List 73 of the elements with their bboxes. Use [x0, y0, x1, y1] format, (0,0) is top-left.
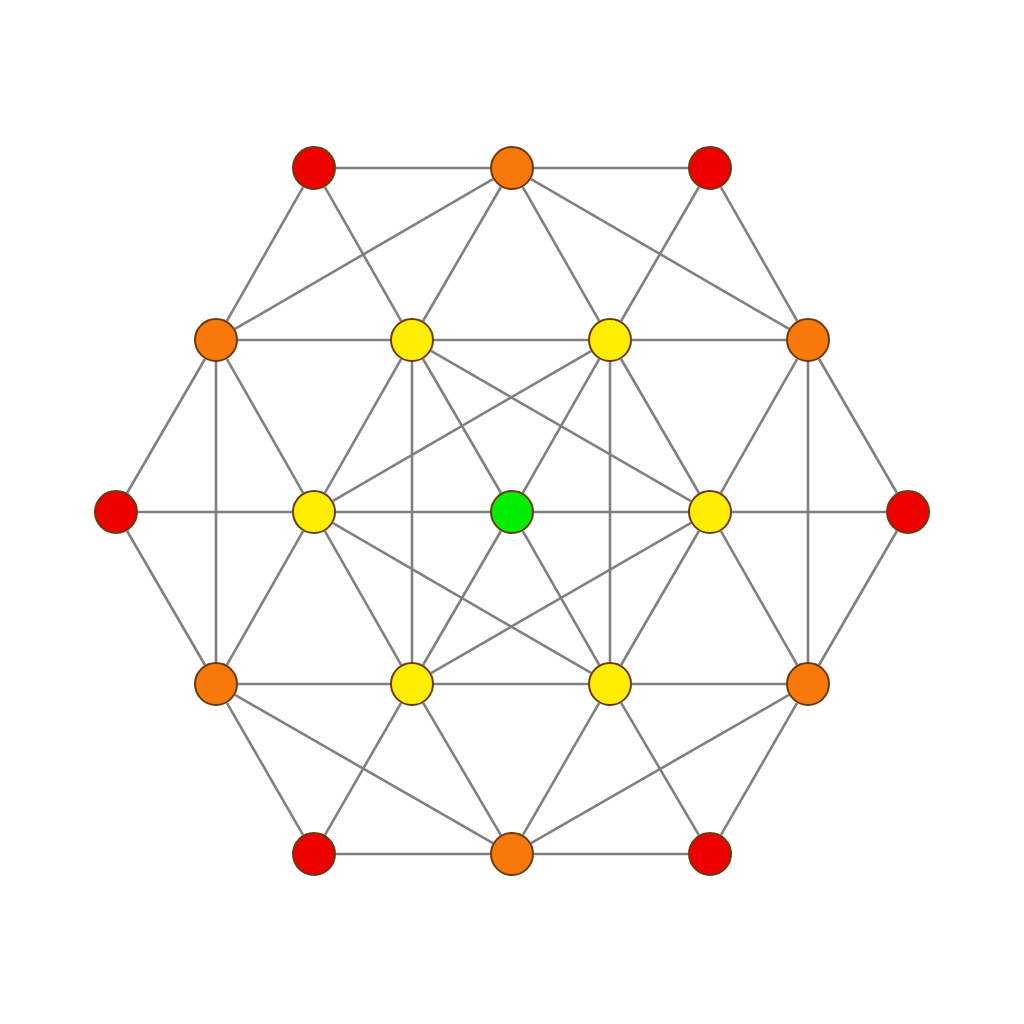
graph-edge	[125, 358, 207, 494]
graph-vertex	[688, 832, 732, 876]
graph-edge	[521, 530, 601, 666]
graph-vertex	[886, 490, 930, 534]
graph-vertex	[490, 490, 534, 534]
graph-edge	[719, 186, 799, 322]
graph-vertex	[292, 490, 336, 534]
graph-vertex	[786, 662, 830, 706]
graph-vertex	[292, 146, 336, 190]
graph-edge	[238, 338, 390, 342]
graph-vertex	[390, 318, 434, 362]
graph-edge	[619, 358, 701, 494]
graph-edge	[234, 693, 494, 845]
graph-edge	[138, 510, 292, 514]
graph-edge	[410, 362, 414, 662]
graph-edge	[225, 702, 305, 836]
graph-edge	[422, 702, 502, 836]
graph-edge	[530, 693, 790, 845]
graph-edge	[632, 338, 786, 342]
graph-edge	[608, 362, 612, 662]
graph-edge	[238, 682, 390, 686]
graph-vertex	[194, 318, 238, 362]
graph-edge	[336, 166, 490, 170]
graph-edge	[719, 530, 799, 666]
graph-edge	[521, 358, 601, 494]
graph-vertex	[688, 146, 732, 190]
graph-edge	[323, 186, 403, 322]
graph-vertex	[588, 318, 632, 362]
graph-edge	[534, 166, 688, 170]
graph-vertex	[588, 662, 632, 706]
graph-edge	[234, 177, 494, 331]
graph-edge	[430, 521, 692, 675]
graph-vertex	[688, 490, 732, 534]
graph-edge	[323, 702, 403, 836]
graph-edge	[521, 186, 601, 322]
graph-edge	[619, 530, 701, 666]
graph-edge	[323, 530, 403, 666]
graph-edge	[125, 530, 207, 666]
graph-edge	[421, 358, 503, 494]
graph-vertex	[390, 662, 434, 706]
graph-edge	[225, 358, 305, 494]
graph-edge	[214, 362, 218, 662]
graph-vertex	[94, 490, 138, 534]
graph-edge	[430, 349, 692, 503]
graph-edge	[817, 530, 899, 666]
graph-edge	[225, 530, 305, 666]
graph-edge	[806, 362, 810, 662]
graph-edge	[620, 702, 700, 836]
graph-edge	[719, 358, 799, 494]
graph-vertex	[194, 662, 238, 706]
graph-edge	[534, 852, 688, 856]
graph-vertex	[490, 832, 534, 876]
graph-vertex	[786, 318, 830, 362]
graph-vertex	[292, 832, 336, 876]
graph-edge	[336, 852, 490, 856]
graph-edge	[534, 510, 688, 514]
graph-edge	[332, 521, 592, 675]
graph-edge	[225, 186, 305, 322]
graph-edge	[332, 349, 592, 503]
graph-edge	[619, 186, 701, 322]
graph-edge	[817, 358, 899, 494]
graph-edge	[632, 682, 786, 686]
graph-edge	[421, 186, 503, 322]
graph-edge	[530, 177, 790, 331]
graph-edge	[336, 510, 490, 514]
graph-edge	[421, 530, 503, 666]
graph-edge	[434, 682, 588, 686]
graph-edge	[434, 338, 588, 342]
graph-edge	[732, 510, 886, 514]
graph-edge	[521, 702, 601, 836]
graph-edge	[719, 702, 799, 836]
graph-edge	[323, 358, 403, 494]
graph-vertex	[490, 146, 534, 190]
